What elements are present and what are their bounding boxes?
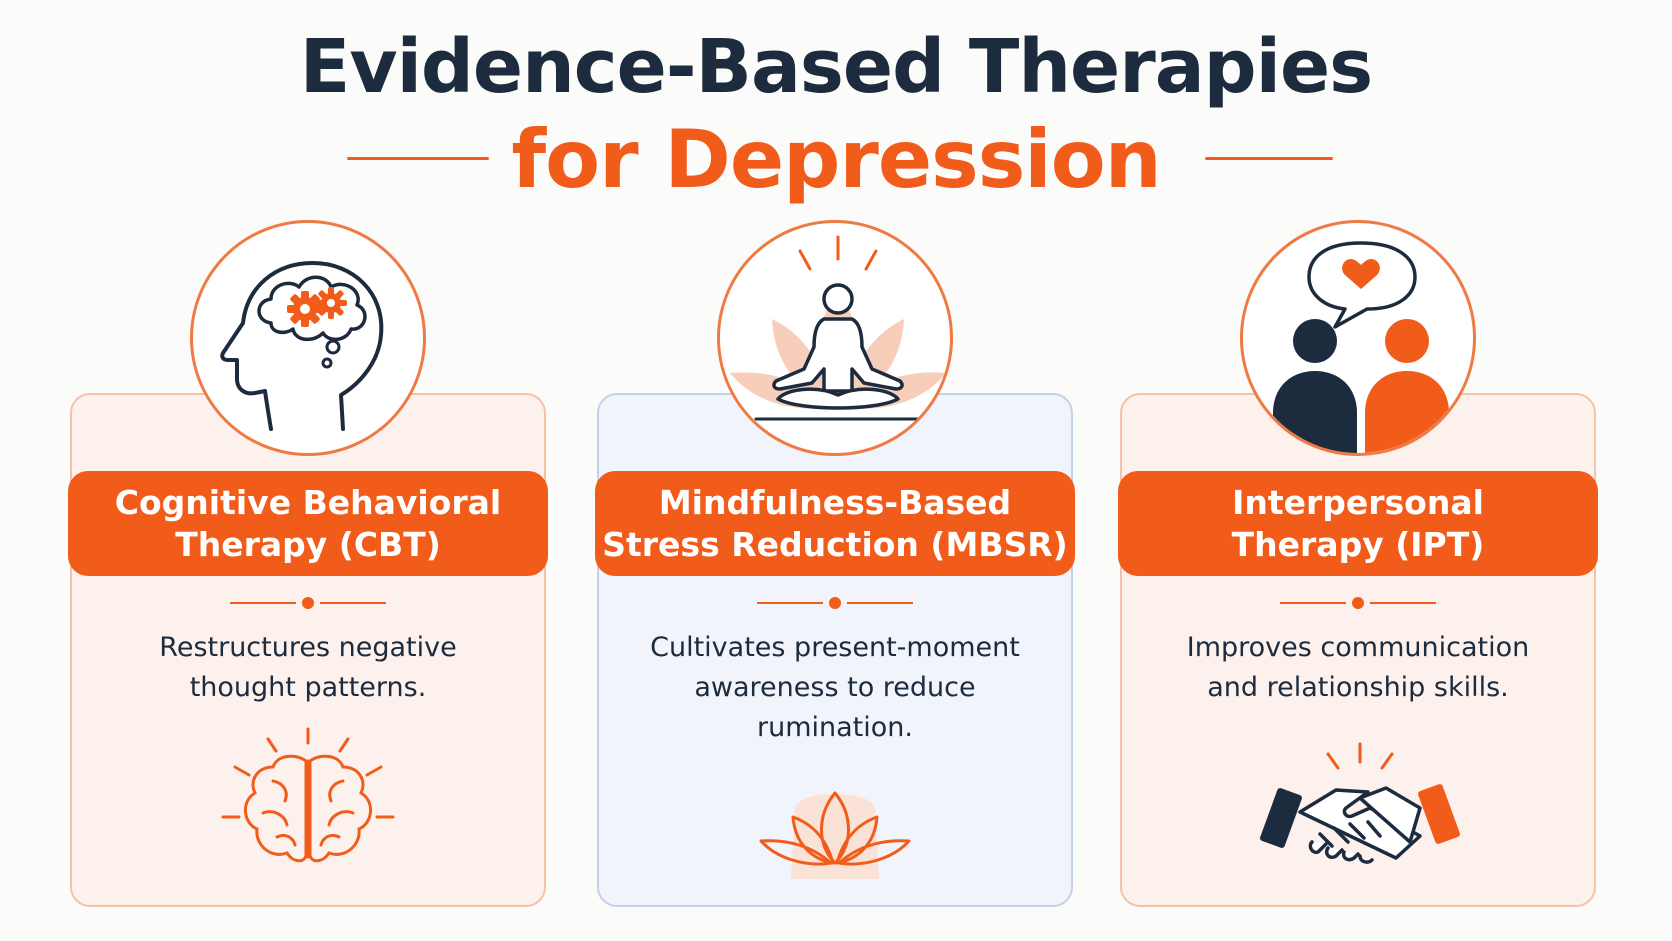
lotus-icon bbox=[759, 791, 911, 879]
desc-line: and relationship skills. bbox=[1207, 672, 1509, 703]
cbt-icon-circle bbox=[190, 220, 426, 456]
desc-line: Improves communication bbox=[1186, 632, 1530, 663]
divider-ipt bbox=[1280, 597, 1436, 609]
handshake-icon bbox=[1260, 742, 1460, 864]
desc-line: Cultivates present-moment bbox=[650, 632, 1020, 663]
desc-line: thought patterns. bbox=[189, 672, 427, 703]
desc-mbsr: Cultivates present-moment awareness to r… bbox=[597, 628, 1073, 748]
title-rule-right bbox=[1205, 157, 1333, 160]
title-rule-left bbox=[347, 157, 489, 160]
therapy-name-line2: Therapy (IPT) bbox=[1231, 524, 1485, 564]
ipt-icon-circle bbox=[1240, 220, 1476, 456]
page-title: Evidence-Based Therapies bbox=[299, 24, 1373, 110]
desc-ipt: Improves communication and relationship … bbox=[1120, 628, 1596, 708]
two-people-talking-icon bbox=[1273, 241, 1449, 453]
divider-mbsr bbox=[757, 597, 913, 609]
banner-ipt: Interpersonal Therapy (IPT) bbox=[1118, 471, 1598, 576]
divider-cbt bbox=[230, 597, 386, 609]
desc-line: Restructures negative bbox=[159, 632, 457, 663]
desc-line: awareness to reduce bbox=[694, 672, 976, 703]
head-gears-icon bbox=[220, 261, 384, 431]
therapy-name-line1: Interpersonal bbox=[1232, 482, 1484, 522]
banner-mbsr: Mindfulness-Based Stress Reduction (MBSR… bbox=[595, 471, 1075, 576]
desc-line: rumination. bbox=[757, 712, 913, 743]
meditation-figure-icon bbox=[730, 235, 946, 421]
therapy-name-line2: Therapy (CBT) bbox=[175, 524, 441, 564]
desc-cbt: Restructures negative thought patterns. bbox=[70, 628, 546, 708]
banner-cbt: Cognitive Behavioral Therapy (CBT) bbox=[68, 471, 548, 576]
therapy-name-line1: Cognitive Behavioral bbox=[114, 482, 502, 522]
page-subtitle: for Depression bbox=[511, 113, 1161, 206]
mbsr-icon-circle bbox=[717, 220, 953, 456]
brain-icon bbox=[221, 727, 395, 863]
therapy-name-line2: Stress Reduction (MBSR) bbox=[602, 524, 1068, 564]
therapy-name-line1: Mindfulness-Based bbox=[658, 482, 1012, 522]
